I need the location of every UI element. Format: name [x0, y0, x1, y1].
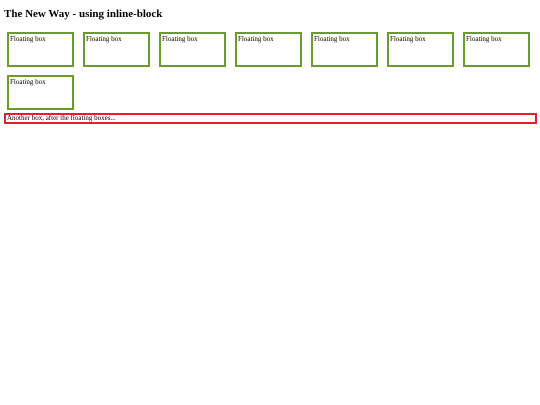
floating-box: Floating box: [311, 32, 378, 67]
floating-box: Floating box: [159, 32, 226, 67]
floating-box: Floating box: [7, 75, 74, 110]
page-heading: The New Way - using inline-block: [4, 8, 163, 20]
floating-box: Floating box: [463, 32, 530, 67]
after-box: Another box, after the floating boxes...: [4, 113, 537, 124]
floating-box: Floating box: [83, 32, 150, 67]
floating-box: Floating box: [235, 32, 302, 67]
floating-box: Floating box: [7, 32, 74, 67]
floating-box: Floating box: [387, 32, 454, 67]
